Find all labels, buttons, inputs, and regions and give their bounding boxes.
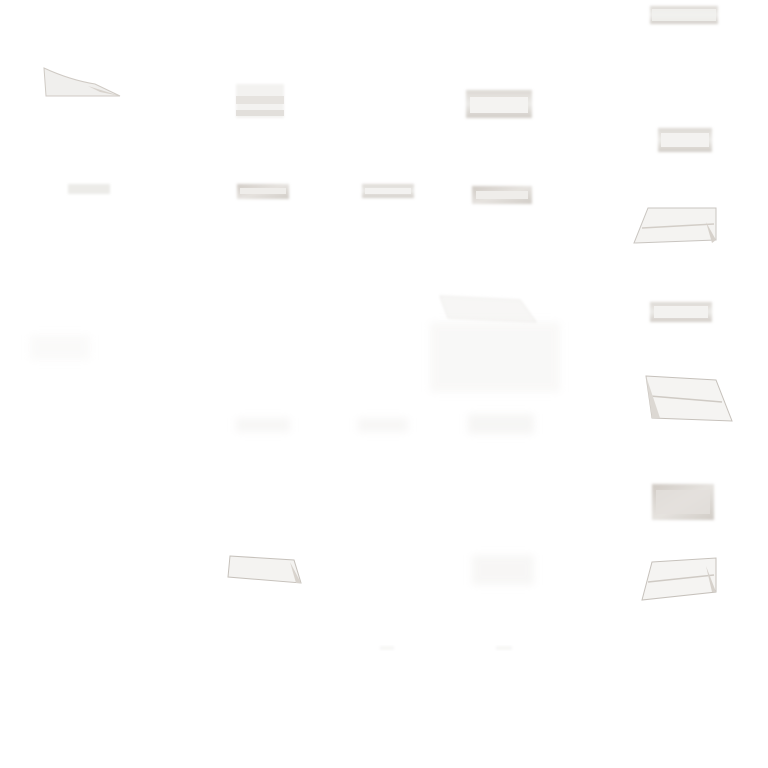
folded-paper-right-2	[645, 375, 733, 422]
folded-paper-right-1	[633, 207, 717, 244]
paper-box-r1-c3	[466, 90, 532, 118]
paper-strip-r2-c4	[472, 186, 532, 204]
faint-sheet-center	[439, 295, 538, 323]
ghost-row-a	[236, 418, 290, 432]
paper-box-r1-c2	[236, 84, 284, 118]
ghost-bottom	[472, 555, 534, 585]
paper-strip-r2-c1	[68, 184, 110, 194]
ghost-shapes	[30, 322, 560, 585]
folded-paper-right-4	[641, 557, 717, 601]
paper-strip-r2-c2	[237, 184, 289, 199]
paper-strip-top-right	[650, 6, 718, 24]
ghost-row-c	[468, 414, 534, 434]
tilted-sheet-bottom-mid	[227, 555, 302, 584]
ghost-left-smear	[30, 335, 90, 360]
paper-box-right-1	[658, 128, 712, 152]
ghost-mid-block	[430, 322, 560, 392]
paper-strip-r2-c3	[362, 184, 414, 198]
faint-specks	[380, 646, 512, 650]
ghost-row-b	[358, 418, 408, 432]
grey-box-right-3	[652, 484, 714, 520]
paper-strip-right-2	[650, 302, 712, 322]
curled-paper-top-left	[43, 67, 121, 97]
